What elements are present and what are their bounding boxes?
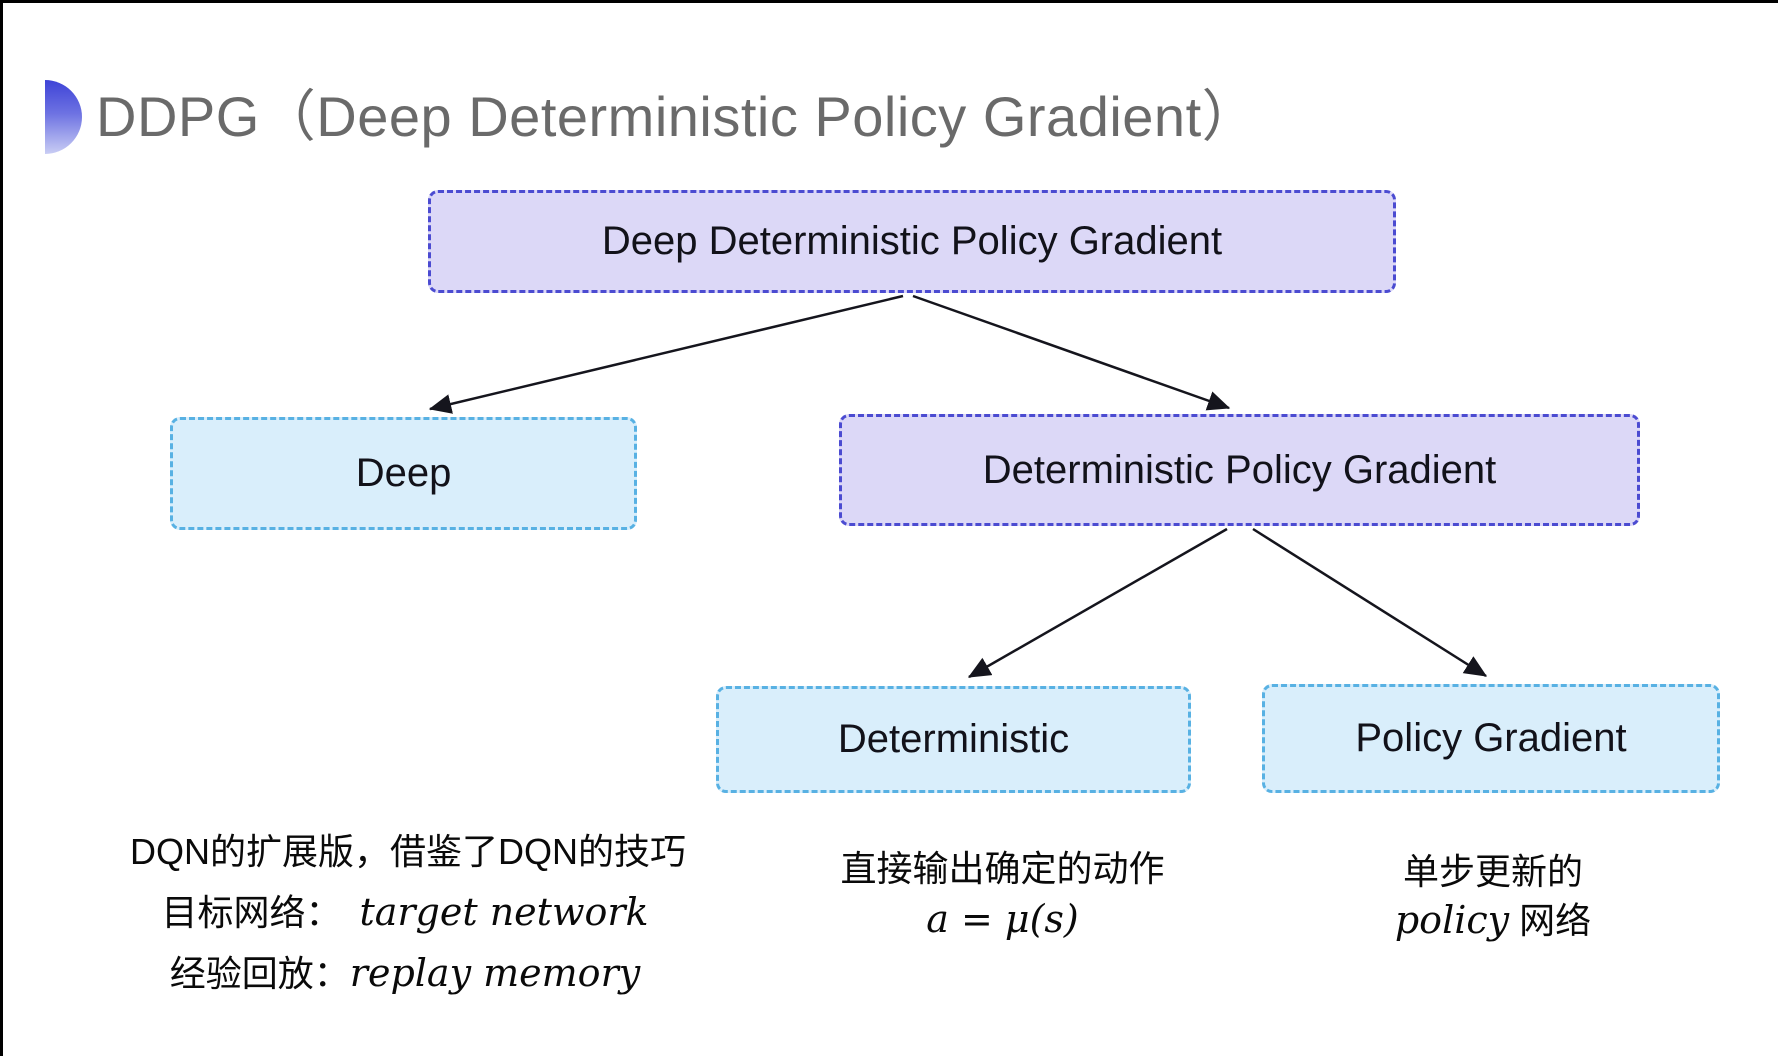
node-deep-deterministic-policy-gradient: Deep Deterministic Policy Gradient: [428, 190, 1396, 293]
note-deep-target-network: 目标网络： target network: [130, 882, 680, 943]
arrow-dpg-to-deterministic: [967, 527, 1228, 679]
node-policy-gradient: Policy Gradient: [1262, 684, 1720, 793]
note-label-target: 目标网络：: [161, 892, 342, 933]
node-label: Deterministic: [837, 717, 1070, 761]
note-word-policy: policy: [1394, 898, 1510, 942]
note-deterministic-annotation: 直接输出确定的动作 a = μ(s): [750, 844, 1255, 945]
node-label: Deep: [355, 451, 452, 495]
note-value-replay: replay memory: [349, 951, 641, 995]
note-pg-line1: 单步更新的: [1402, 851, 1583, 892]
note-policy-gradient-annotation: 单步更新的 policy 网络: [1243, 848, 1743, 945]
note-det-formula: a = μ(s): [750, 894, 1255, 945]
arrow-dpg-to-policy-gradient: [1252, 527, 1488, 678]
node-deep: Deep: [170, 417, 637, 530]
note-deep-line1: DQN的扩展版，借鉴了DQN的技巧: [130, 831, 686, 872]
note-label-replay: 经验回放：: [169, 953, 350, 994]
node-deterministic-policy-gradient: Deterministic Policy Gradient: [839, 414, 1640, 526]
frame-left-edge: [0, 0, 3, 1056]
node-label: Policy Gradient: [1355, 716, 1627, 760]
note-deep-replay-memory: 经验回放：replay memory: [130, 943, 680, 1004]
arrow-root-to-dpg: [912, 294, 1231, 411]
node-deterministic: Deterministic: [716, 686, 1191, 793]
page-title: DDPG（Deep Deterministic Policy Gradient）: [96, 85, 1259, 148]
note-value-target: target network: [359, 890, 649, 934]
arrow-root-to-deep: [428, 294, 904, 414]
frame-top-edge: [0, 0, 1778, 3]
node-label: Deterministic Policy Gradient: [982, 447, 1497, 492]
note-deep-annotation: DQN的扩展版，借鉴了DQN的技巧 目标网络： target network 经验…: [130, 822, 686, 1004]
note-word-network: 网络: [1509, 900, 1592, 941]
node-label: Deep Deterministic Policy Gradient: [601, 219, 1223, 263]
note-pg-line2: policy 网络: [1243, 896, 1743, 945]
formula-a-equals-mu-s: a = μ(s): [926, 897, 1079, 941]
note-det-line1: 直接输出确定的动作: [840, 848, 1165, 889]
